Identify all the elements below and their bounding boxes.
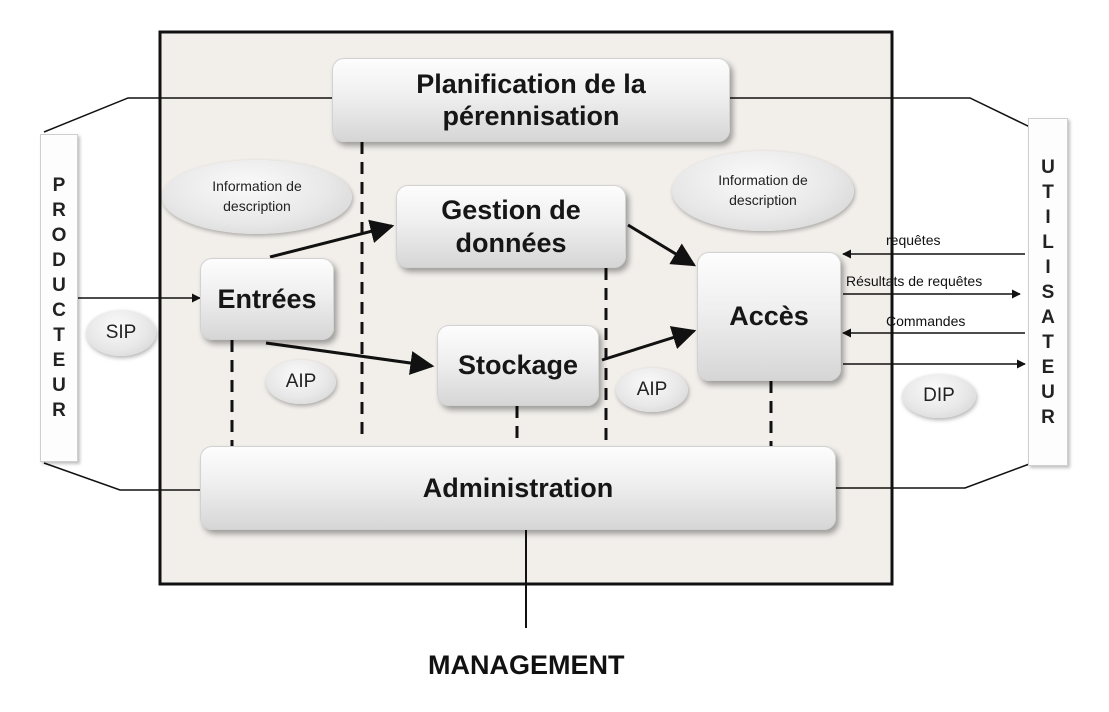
- stockage-box: Stockage: [437, 325, 599, 406]
- requetes-label: requêtes: [886, 232, 941, 248]
- aip-right-oval: AIP: [616, 368, 688, 412]
- resultats-label: Résultats de requêtes: [846, 273, 983, 289]
- info-desc-right-oval: Information de description: [672, 151, 854, 231]
- administration-box: Administration: [200, 446, 836, 530]
- producer-letter: C: [52, 300, 66, 321]
- user-letter: E: [1041, 356, 1055, 378]
- user-letter: A: [1041, 306, 1055, 328]
- producer-letter: R: [52, 200, 66, 221]
- user-letter: L: [1042, 231, 1054, 253]
- sip-oval: SIP: [86, 310, 156, 356]
- management-title: MANAGEMENT: [428, 650, 625, 680]
- producer-letter: E: [52, 350, 66, 371]
- user-bar: U T I L I S A T E U R: [1028, 118, 1068, 466]
- producer-letter: R: [52, 400, 66, 421]
- user-letter: I: [1045, 256, 1051, 278]
- producer-letter: O: [51, 225, 67, 246]
- acces-box: Accès: [697, 252, 841, 381]
- user-letter: T: [1042, 331, 1054, 353]
- producer-letter: T: [53, 325, 65, 346]
- user-letter: T: [1042, 181, 1054, 203]
- entrees-box: Entrées: [200, 258, 334, 340]
- user-letter: I: [1045, 206, 1051, 228]
- user-letter: U: [1041, 381, 1055, 403]
- commandes-label: Commandes: [886, 313, 966, 329]
- gestion-donnees-box: Gestion de données: [396, 185, 626, 268]
- user-letter: S: [1041, 281, 1055, 303]
- producer-letter: P: [52, 175, 66, 196]
- producer-bar: P R O D U C T E U R: [40, 134, 78, 462]
- info-desc-left-oval: Information de description: [162, 160, 352, 234]
- producer-letter: U: [52, 375, 66, 396]
- user-letter: U: [1041, 156, 1055, 178]
- dip-oval: DIP: [902, 374, 976, 418]
- producer-letter: D: [52, 250, 66, 271]
- aip-left-oval: AIP: [266, 360, 336, 404]
- producer-letter: U: [52, 275, 66, 296]
- planification-box: Planification de la pérennisation: [332, 58, 730, 142]
- user-letter: R: [1041, 406, 1055, 428]
